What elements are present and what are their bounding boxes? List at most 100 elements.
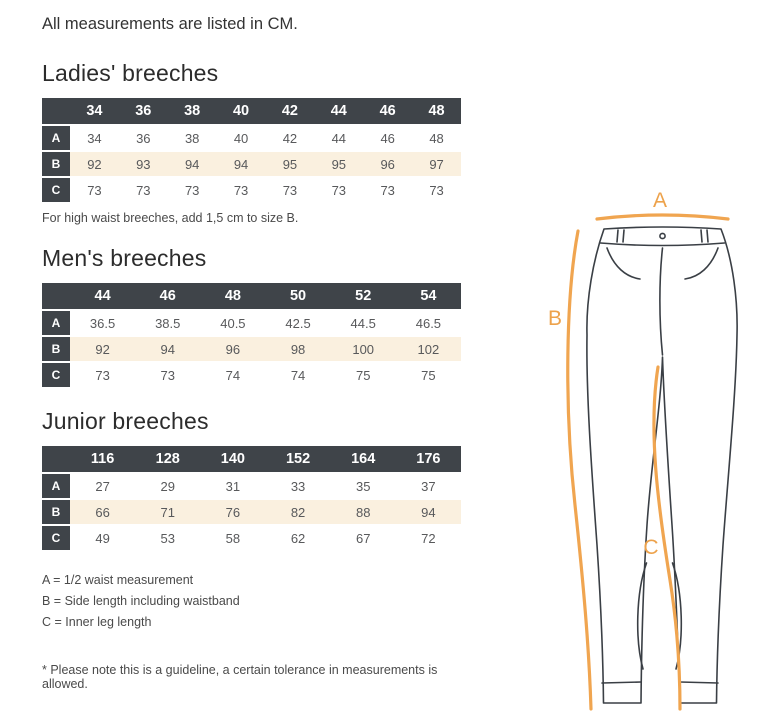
measurement-cell: 82 [265,500,331,524]
size-guide: All measurements are listed in CM. Ladie… [42,14,464,691]
legend-item-a: A = 1/2 waist measurement [42,573,194,587]
measurement-cell: 95 [265,152,315,176]
row-label: C [42,526,70,550]
pants-outline [586,226,738,704]
measurement-cell: 44 [314,126,364,150]
size-column-header: 42 [265,98,315,124]
measurement-cell: 98 [265,337,331,361]
measurement-legend: A = 1/2 waist measurement B = Side lengt… [42,570,464,633]
size-column-header: 46 [363,98,413,124]
size-column-header: 44 [314,98,364,124]
measurement-cell: 73 [70,178,119,202]
measurement-cell: 95 [314,152,364,176]
measurement-cell: 73 [167,178,217,202]
measurement-line-a [595,213,730,221]
header-corner-cell [42,446,70,472]
measurement-cell: 62 [265,526,331,550]
measurement-cell: 72 [395,526,461,550]
measurement-cell: 37 [395,474,461,498]
measurement-cell: 67 [330,526,396,550]
measurement-cell: 44.5 [330,311,396,335]
measurement-cell: 73 [314,178,364,202]
tolerance-footnote: * Please note this is a guideline, a cer… [42,663,438,691]
size-column-header: 44 [70,283,136,309]
row-label: A [42,311,70,335]
measurement-cell: 73 [70,363,136,387]
measurement-cell: 36.5 [70,311,136,335]
left-belt-loop [616,229,625,243]
row-label: C [42,363,70,387]
measurement-cell: 74 [265,363,331,387]
left-ankle-cuff [601,681,642,684]
size-column-header: 116 [70,446,136,472]
measurement-cell: 46 [363,126,413,150]
size-column-header: 48 [200,283,266,309]
measurement-cell: 73 [265,178,315,202]
measurement-cell: 94 [216,152,266,176]
row-label: A [42,474,70,498]
measurement-cell: 36 [118,126,168,150]
size-column-header: 34 [70,98,119,124]
fly-line [659,247,664,356]
measurement-cell: 38 [167,126,217,150]
measurement-cell: 58 [200,526,266,550]
right-ankle-cuff [679,681,719,684]
measurement-cell: 94 [395,500,461,524]
diagram-label-a: A [653,189,667,212]
measurement-cell: 73 [135,363,201,387]
measurement-cell: 102 [395,337,461,361]
measurement-cell: 71 [135,500,201,524]
waistband-line [599,242,726,247]
left-pocket-line [606,247,641,280]
right-pocket-line [684,247,719,280]
measurement-cell: 48 [412,126,461,150]
size-column-header: 176 [395,446,461,472]
row-label: A [42,126,70,150]
row-label: C [42,178,70,202]
diagram-label-c: C [643,536,658,559]
header-corner-cell [42,283,70,309]
measurement-cell: 66 [70,500,136,524]
measurement-cell: 34 [70,126,119,150]
measurement-cell: 29 [135,474,201,498]
measurement-cell: 92 [70,337,136,361]
measurement-cell: 88 [330,500,396,524]
size-column-header: 54 [395,283,461,309]
measurement-cell: 40 [216,126,266,150]
row-label: B [42,152,70,176]
measurement-cell: 94 [135,337,201,361]
measurement-cell: 73 [363,178,413,202]
breeches-diagram: A B C [548,189,738,711]
measurement-cell: 46.5 [395,311,461,335]
row-label: B [42,337,70,361]
measurement-cell: 40.5 [200,311,266,335]
measurement-cell: 93 [118,152,168,176]
measurement-cell: 100 [330,337,396,361]
measurement-cell: 42 [265,126,315,150]
measurement-cell: 75 [330,363,396,387]
measurement-cell: 76 [200,500,266,524]
measurement-cell: 73 [216,178,266,202]
size-column-header: 46 [135,283,201,309]
units-note: All measurements are listed in CM. [42,15,298,33]
size-column-header: 152 [265,446,331,472]
size-column-header: 52 [330,283,396,309]
measurement-cell: 49 [70,526,136,550]
measurement-cell: 33 [265,474,331,498]
size-column-header: 36 [118,98,168,124]
size-column-header: 48 [412,98,461,124]
measurement-line-c [652,365,682,711]
size-column-header: 164 [330,446,396,472]
